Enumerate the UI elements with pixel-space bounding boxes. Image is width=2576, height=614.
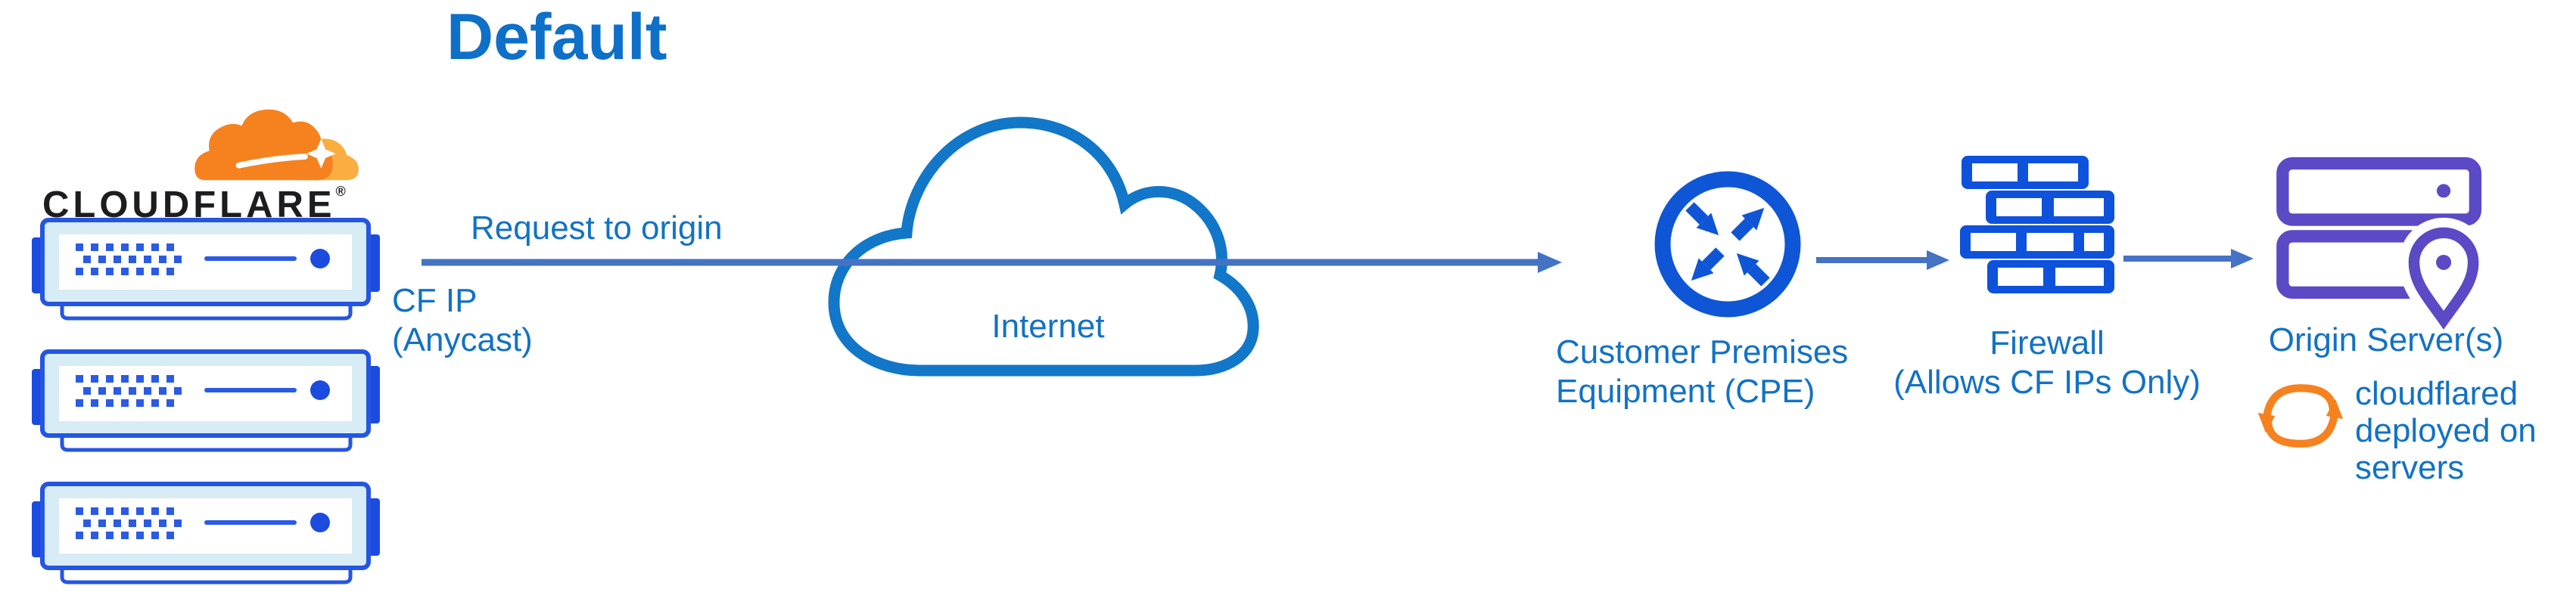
edge-server-icon [32, 349, 380, 452]
diagram-title: Default [446, 1, 667, 73]
firewall-label: Firewall (Allows CF IPs Only) [1869, 324, 2225, 402]
firewall-label-line1: Firewall [1990, 324, 2105, 361]
cpe-label: Customer Premises Equipment (CPE) [1556, 333, 1848, 411]
location-pin-icon [2408, 227, 2479, 330]
cpe-label-line2: Equipment (CPE) [1556, 373, 1815, 410]
firewall-bricks-icon [1960, 156, 2114, 293]
origin-servers-icon [2276, 157, 2489, 330]
cloudflared-note-line2: deployed on [2355, 412, 2537, 449]
cf-ip-line: CF IP [392, 282, 478, 319]
registered-mark: ® [335, 184, 346, 199]
arrowhead-icon [1538, 252, 1562, 273]
firewall-label-line2: (Allows CF IPs Only) [1893, 364, 2201, 401]
cf-ip-anycast-label: CF IP (Anycast) [392, 281, 533, 360]
cpe-label-line1: Customer Premises [1556, 333, 1849, 371]
cloudflared-note-line3: servers [2355, 449, 2465, 486]
cloudflared-note-line1: cloudflared [2355, 375, 2518, 412]
edge-server-icon [32, 482, 380, 585]
cloudflared-note: cloudflared deployed on servers [2355, 375, 2537, 486]
edge-server-icon [32, 218, 380, 321]
anycast-line: (Anycast) [392, 321, 533, 358]
origin-servers-label: Origin Server(s) [2268, 321, 2504, 358]
sync-arrows-icon [2257, 384, 2344, 448]
internet-label: Internet [991, 308, 1105, 345]
arrowhead-icon [2231, 249, 2254, 268]
cpe-router-icon [1654, 171, 1801, 318]
internet-cloud-icon [828, 116, 1259, 377]
cloudflare-logo-cloud-icon [194, 109, 359, 181]
request-to-origin-label: Request to origin [471, 209, 723, 247]
arrowhead-icon [1927, 250, 1949, 270]
